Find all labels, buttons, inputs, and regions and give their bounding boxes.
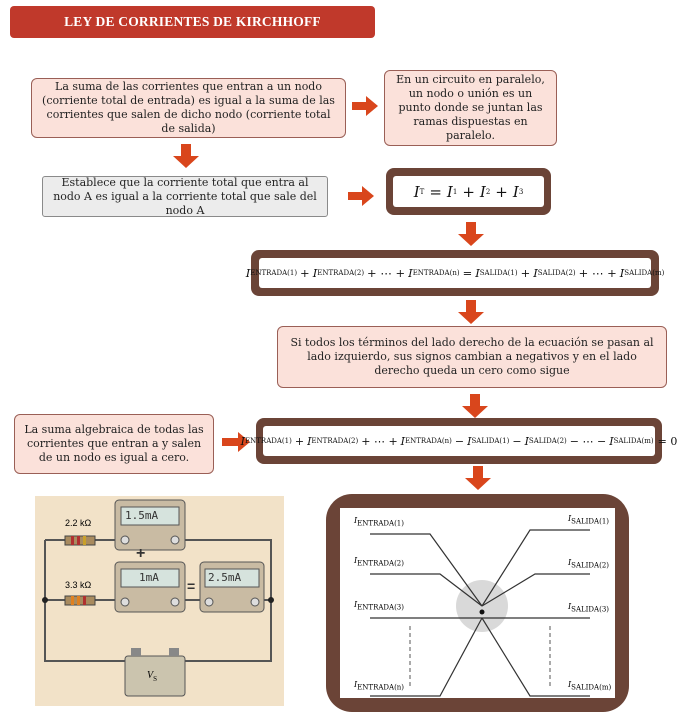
output-label: ISALIDA(m) (568, 680, 612, 692)
node-a-box: Establece que la corriente total que ent… (42, 176, 328, 217)
sum-description-box: La suma de las corrientes que entran a u… (31, 78, 346, 138)
resistor-label: 2.2 kΩ (65, 518, 92, 528)
node-diagram-frame: IENTRADA(1) IENTRADA(2) IENTRADA(3) IENT… (326, 494, 629, 712)
input-label: IENTRADA(1) (354, 516, 404, 528)
resistor-label: 3.3 kΩ (65, 580, 92, 590)
page-title: LEY DE CORRIENTES DE KIRCHHOFF (10, 6, 375, 38)
arrow-right-icon (352, 96, 378, 116)
battery-label: VS (147, 670, 158, 683)
input-label: IENTRADA(n) (354, 680, 405, 692)
arrow-down-icon (465, 466, 491, 490)
parallel-node-text: En un circuito en paralelo, un nodo o un… (396, 73, 545, 142)
plus-sign: + (136, 545, 146, 562)
node-a-text: Establece que la corriente total que ent… (53, 175, 317, 217)
algebraic-sum-box: La suma algebraica de todas las corrient… (14, 414, 214, 474)
algebraic-sum-text: La suma algebraica de todas las corrient… (24, 423, 204, 464)
meter-reading: 2.5mA (208, 571, 242, 584)
arrow-down-icon (462, 394, 488, 418)
input-label: IENTRADA(3) (354, 600, 404, 612)
circuit-illustration: 2.2 kΩ 3.3 kΩ 1.5mA 1mA 2.5mA + = VS (35, 496, 284, 706)
arrow-down-icon (458, 222, 484, 246)
equals-sign: = (187, 578, 196, 594)
move-terms-box: Si todos los términos del lado derecho d… (277, 326, 667, 388)
eq-symbol: I (413, 182, 420, 201)
output-label: ISALIDA(1) (568, 514, 610, 526)
parallel-node-box: En un circuito en paralelo, un nodo o un… (384, 70, 557, 146)
output-label: ISALIDA(2) (568, 558, 610, 570)
sum-description-text: La suma de las corrientes que entran a u… (42, 80, 335, 135)
move-terms-text: Si todos los términos del lado derecho d… (290, 336, 654, 377)
arrow-right-icon (348, 186, 374, 206)
output-label: ISALIDA(3) (568, 602, 610, 614)
arrow-right-icon (222, 432, 250, 452)
arrow-down-icon (173, 144, 199, 168)
meter-reading: 1.5mA (125, 509, 159, 522)
input-label: IENTRADA(2) (354, 556, 404, 568)
arrow-down-icon (458, 300, 484, 324)
node-diagram: IENTRADA(1) IENTRADA(2) IENTRADA(3) IENT… (340, 508, 615, 698)
meter-reading: 1mA (139, 571, 159, 584)
